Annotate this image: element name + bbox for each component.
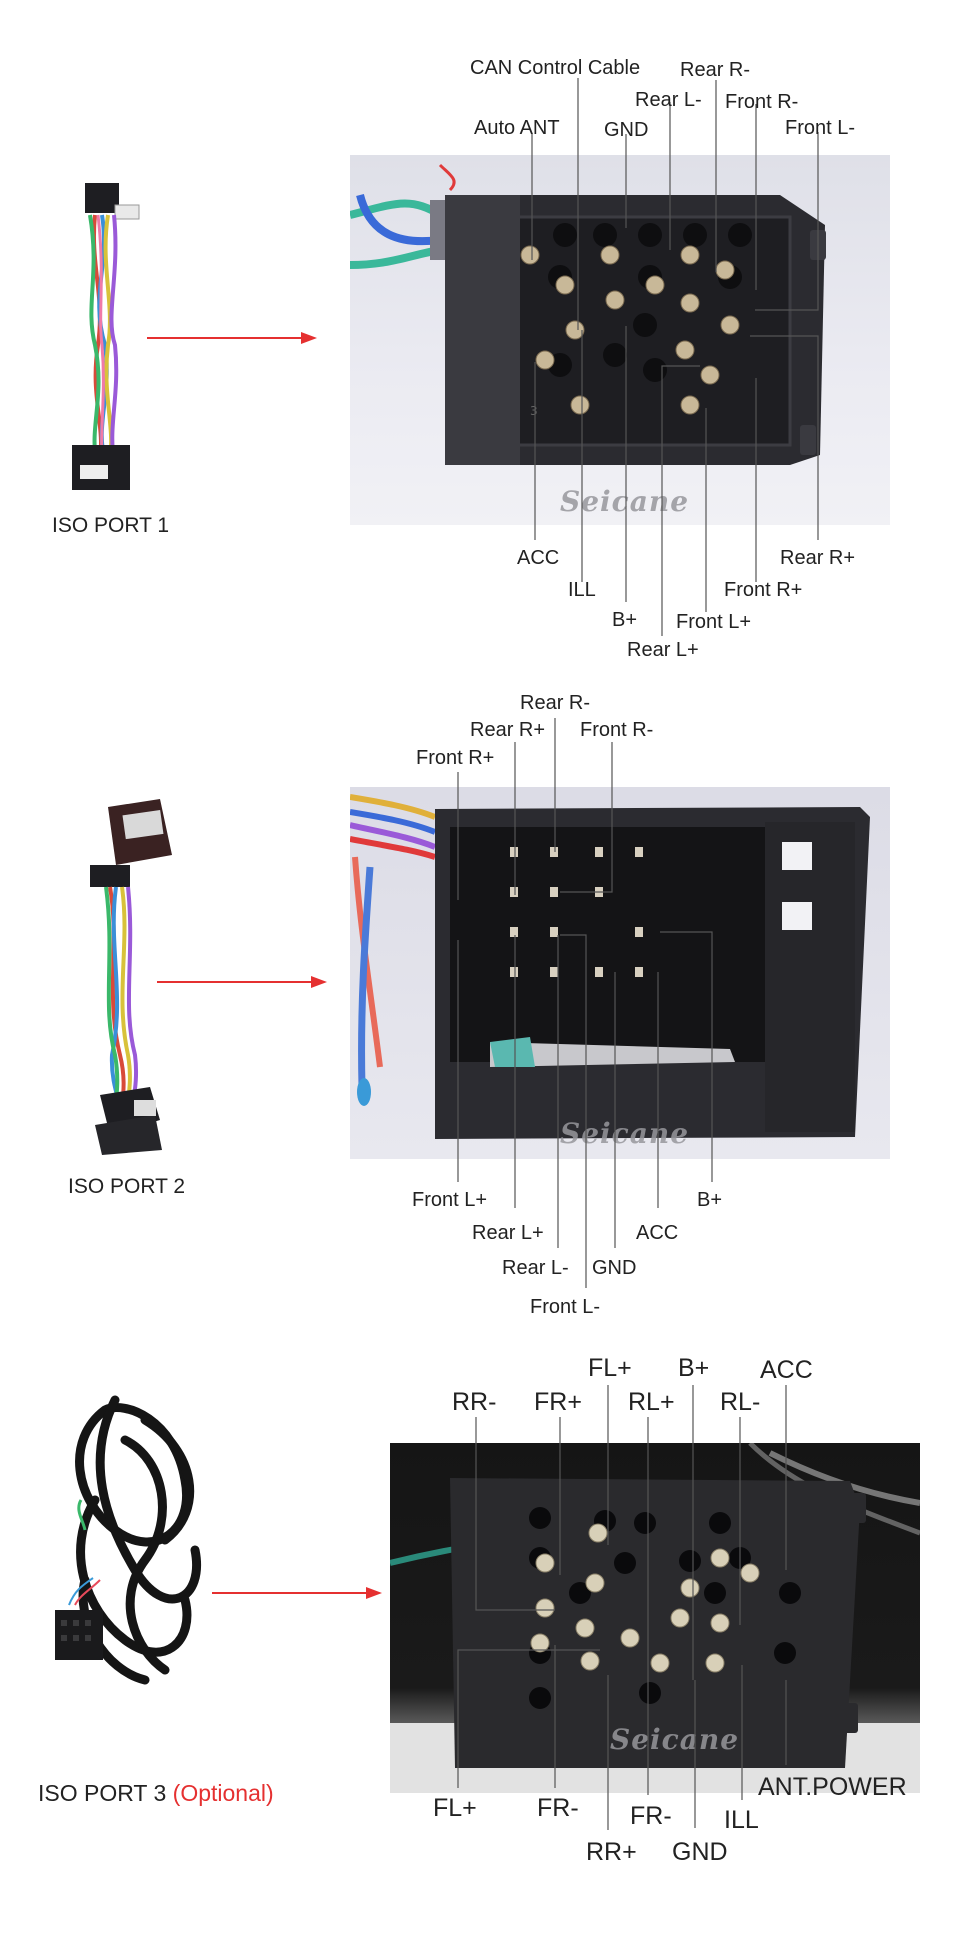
label-front-l-plus: Front L+: [412, 1189, 488, 1211]
label-auto-ant: Auto ANT: [474, 117, 560, 139]
label-acc: ACC: [517, 547, 560, 569]
label-front-l-minus: Front L-: [785, 117, 856, 139]
label-rear-r-minus: Rear R-: [680, 59, 751, 81]
label-rear-r-minus: Rear R-: [520, 692, 591, 714]
label-gnd: GND: [592, 1257, 637, 1279]
iso-port-3-caption: ISO PORT 3 (Optional): [38, 1780, 274, 1807]
svg-text:3: 3: [530, 404, 538, 418]
label-rr-minus: RR-: [452, 1388, 497, 1416]
iso-port-2-watermark: Seicane: [560, 1117, 690, 1150]
label-front-r-plus: Front R+: [416, 747, 495, 769]
label-fr-minus-a: FR-: [537, 1794, 579, 1822]
iso-port-1-watermark: Seicane: [560, 485, 690, 518]
iso-port-3-harness-image: [55, 1395, 201, 1685]
label-front-r-minus: Front R-: [580, 719, 654, 741]
label-gnd: GND: [672, 1838, 728, 1866]
iso-port-3-arrow: [212, 1587, 382, 1599]
iso-port-3-optional-badge: (Optional): [172, 1780, 274, 1806]
iso-port-2-harness-image: [90, 799, 172, 1155]
iso-port-1-connector-photo: 3 Seicane: [350, 155, 890, 525]
label-rl-plus: RL+: [628, 1388, 675, 1416]
label-rear-r-plus: Rear R+: [780, 547, 856, 569]
label-ant-power: ANT.POWER: [758, 1773, 907, 1801]
label-front-l-plus: Front L+: [676, 611, 752, 633]
label-fl-plus-bottom: FL+: [433, 1794, 477, 1822]
label-rl-minus: RL-: [720, 1388, 761, 1416]
label-fr-minus-b: FR-: [630, 1802, 672, 1830]
label-rear-l-plus: Rear L+: [472, 1222, 544, 1244]
label-rear-l-minus: Rear L-: [635, 89, 702, 111]
iso-port-2-connector-photo: Seicane: [350, 787, 890, 1159]
iso-port-1-arrow: [147, 332, 317, 344]
label-b-plus: B+: [612, 609, 638, 631]
label-fl-plus-top: FL+: [588, 1354, 632, 1382]
iso-port-2-arrow: [157, 976, 327, 988]
iso-port-1-section: ISO PORT 1: [0, 0, 980, 660]
iso-port-2-leader-lines: [457, 718, 713, 1288]
iso-port-2-caption: ISO PORT 2: [68, 1175, 186, 1198]
iso-port-1-leader-lines: [531, 78, 819, 636]
label-rear-l-plus: Rear L+: [627, 639, 699, 661]
iso-port-1-harness-image: [72, 183, 140, 490]
label-gnd: GND: [604, 119, 649, 141]
label-front-r-plus: Front R+: [724, 579, 803, 601]
iso-port-3-watermark: Seicane: [610, 1723, 740, 1756]
label-acc: ACC: [636, 1222, 679, 1244]
label-rr-plus: RR+: [586, 1838, 637, 1866]
label-acc: ACC: [760, 1356, 813, 1384]
iso-port-3-connector-photo: Seicane: [390, 1443, 920, 1793]
label-ill: ILL: [568, 579, 596, 601]
label-fr-plus: FR+: [534, 1388, 582, 1416]
label-b-plus: B+: [697, 1189, 723, 1211]
iso-port-3-caption-text: ISO PORT 3: [38, 1780, 167, 1806]
iso-port-3-leader-lines: [457, 1385, 787, 1830]
label-rear-l-minus: Rear L-: [502, 1257, 569, 1279]
label-b-plus: B+: [678, 1354, 710, 1382]
label-front-l-minus: Front L-: [530, 1296, 601, 1318]
iso-port-1-caption: ISO PORT 1: [52, 514, 170, 537]
label-ill: ILL: [724, 1806, 759, 1834]
label-front-r-minus: Front R-: [725, 91, 799, 113]
label-rear-r-plus: Rear R+: [470, 719, 546, 741]
iso-port-3-section: ISO PORT 3 (Optional): [0, 1340, 980, 1937]
iso-port-2-section: ISO PORT 2 Seican: [0, 660, 980, 1340]
label-can-control-cable: CAN Control Cable: [470, 57, 641, 79]
